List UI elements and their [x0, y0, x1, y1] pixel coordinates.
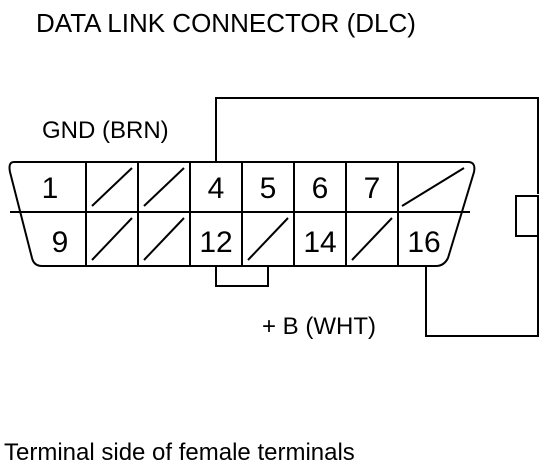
- pin-12: 12: [199, 226, 232, 259]
- locking-tab: [215, 266, 269, 287]
- pin-7: 7: [364, 172, 381, 205]
- wire-connector-symbol: [515, 195, 539, 237]
- cell-dividers: [85, 162, 399, 266]
- gnd-label: GND (BRN): [42, 117, 169, 144]
- plus-b-label: + B (WHT): [262, 313, 376, 340]
- pin-6: 6: [312, 172, 329, 205]
- pin-16: 16: [407, 226, 440, 259]
- pin-1: 1: [42, 172, 59, 205]
- slash-bottom-11: [143, 217, 185, 261]
- pin-14: 14: [303, 226, 336, 259]
- slash-bottom-10: [91, 217, 133, 261]
- plus-b-wire: [425, 236, 539, 337]
- slash-top-2: [91, 167, 133, 207]
- connector-outline: [8, 161, 476, 267]
- diagram-caption: Terminal side of female terminals: [4, 439, 355, 466]
- diagram-title: DATA LINK CONNECTOR (DLC): [36, 8, 416, 38]
- slash-bottom-13: [247, 217, 289, 261]
- pins-top-row: 1 4 5 6 7: [42, 172, 381, 205]
- pin-5: 5: [260, 172, 277, 205]
- slash-top-3: [143, 167, 185, 207]
- slash-top-8: [401, 167, 465, 207]
- pins-bottom-row: 9 12 14 16: [52, 226, 441, 259]
- pin-4: 4: [208, 172, 225, 205]
- unused-terminal-slashes: [91, 167, 465, 261]
- pin-9: 9: [52, 226, 69, 259]
- slash-bottom-15: [351, 217, 393, 261]
- gnd-wire: [215, 97, 539, 194]
